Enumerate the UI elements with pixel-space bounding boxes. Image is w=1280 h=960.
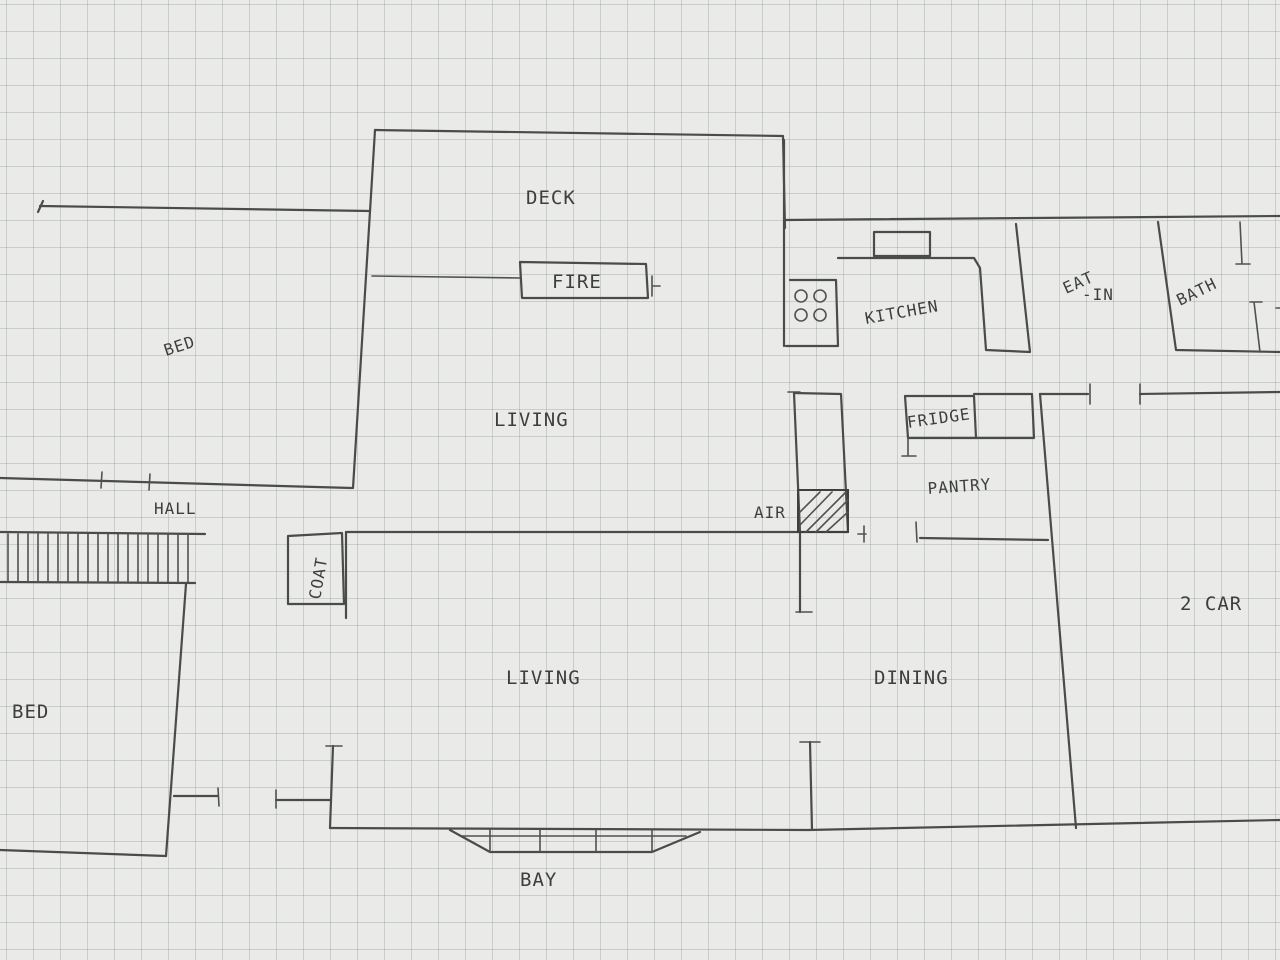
air-hatch	[799, 491, 849, 533]
label-coat: COAT	[305, 556, 331, 601]
pantry-wall	[918, 536, 1050, 542]
label-eat-in-2: -IN	[1082, 285, 1114, 304]
deck-wall	[373, 128, 787, 230]
deck-left-wall	[351, 128, 377, 490]
burner-4	[813, 308, 827, 322]
north-wall	[783, 214, 1280, 222]
fridge-door-tick	[901, 437, 917, 457]
label-air: AIR	[754, 503, 786, 522]
sink	[872, 230, 932, 258]
stove-box	[784, 278, 840, 348]
label-kitchen: KITCHEN	[863, 296, 940, 328]
south-wall	[328, 818, 1280, 832]
label-bay: BAY	[520, 869, 557, 891]
pantry-door-tick-left	[857, 525, 867, 543]
dining-post	[808, 740, 814, 832]
bath-wall	[1156, 220, 1280, 354]
lower-bed-right-wall	[164, 582, 188, 858]
stair-treads	[7, 533, 189, 583]
hall-door-tick-1	[100, 471, 103, 489]
pantry-door-tick	[915, 521, 918, 543]
burner-2	[813, 289, 827, 303]
bath-door-tick-2	[1249, 301, 1263, 353]
burner-3	[794, 308, 808, 322]
bath-door-tick-1	[1235, 221, 1251, 265]
fire-connector	[371, 275, 521, 279]
air-block	[797, 489, 849, 533]
walls	[0, 128, 1280, 858]
label-living-lower: LIVING	[506, 667, 581, 689]
label-fire: FIRE	[552, 271, 602, 293]
kitchen-counter	[836, 222, 1032, 354]
garage-north-wall	[1138, 390, 1280, 396]
pantry-east-wall	[1038, 392, 1078, 830]
bed-top-wall	[38, 204, 372, 213]
bay-window	[448, 828, 702, 854]
label-bed-lower: BED	[12, 701, 49, 723]
fireplace-tick	[651, 275, 661, 297]
room-labels: DECK FIRE KITCHEN EAT -IN BATH BED LIVIN…	[12, 187, 1242, 891]
south-bed-wall	[0, 848, 168, 858]
bay-window-mullions	[461, 829, 687, 853]
living-south-post	[328, 744, 335, 830]
label-deck: DECK	[526, 187, 576, 209]
label-fridge: FRIDGE	[906, 404, 972, 432]
label-pantry: PANTRY	[927, 475, 992, 498]
hall-upper-wall	[0, 476, 354, 490]
bed-door-tick	[217, 787, 220, 807]
label-bath: BATH	[1173, 274, 1220, 310]
fireplace-box	[518, 260, 650, 300]
counter-box	[972, 392, 1036, 440]
label-bed-upper: BED	[161, 332, 197, 360]
label-garage: 2 CAR	[1180, 593, 1242, 615]
label-dining: DINING	[874, 667, 949, 689]
label-hall: HALL	[154, 499, 197, 518]
coat-closet	[286, 531, 346, 606]
label-living-upper: LIVING	[494, 409, 569, 431]
burner-1	[794, 289, 808, 303]
bed-top-wall-tick	[36, 199, 45, 214]
hall-door-tick-2	[148, 473, 151, 491]
stair-top	[0, 530, 207, 536]
